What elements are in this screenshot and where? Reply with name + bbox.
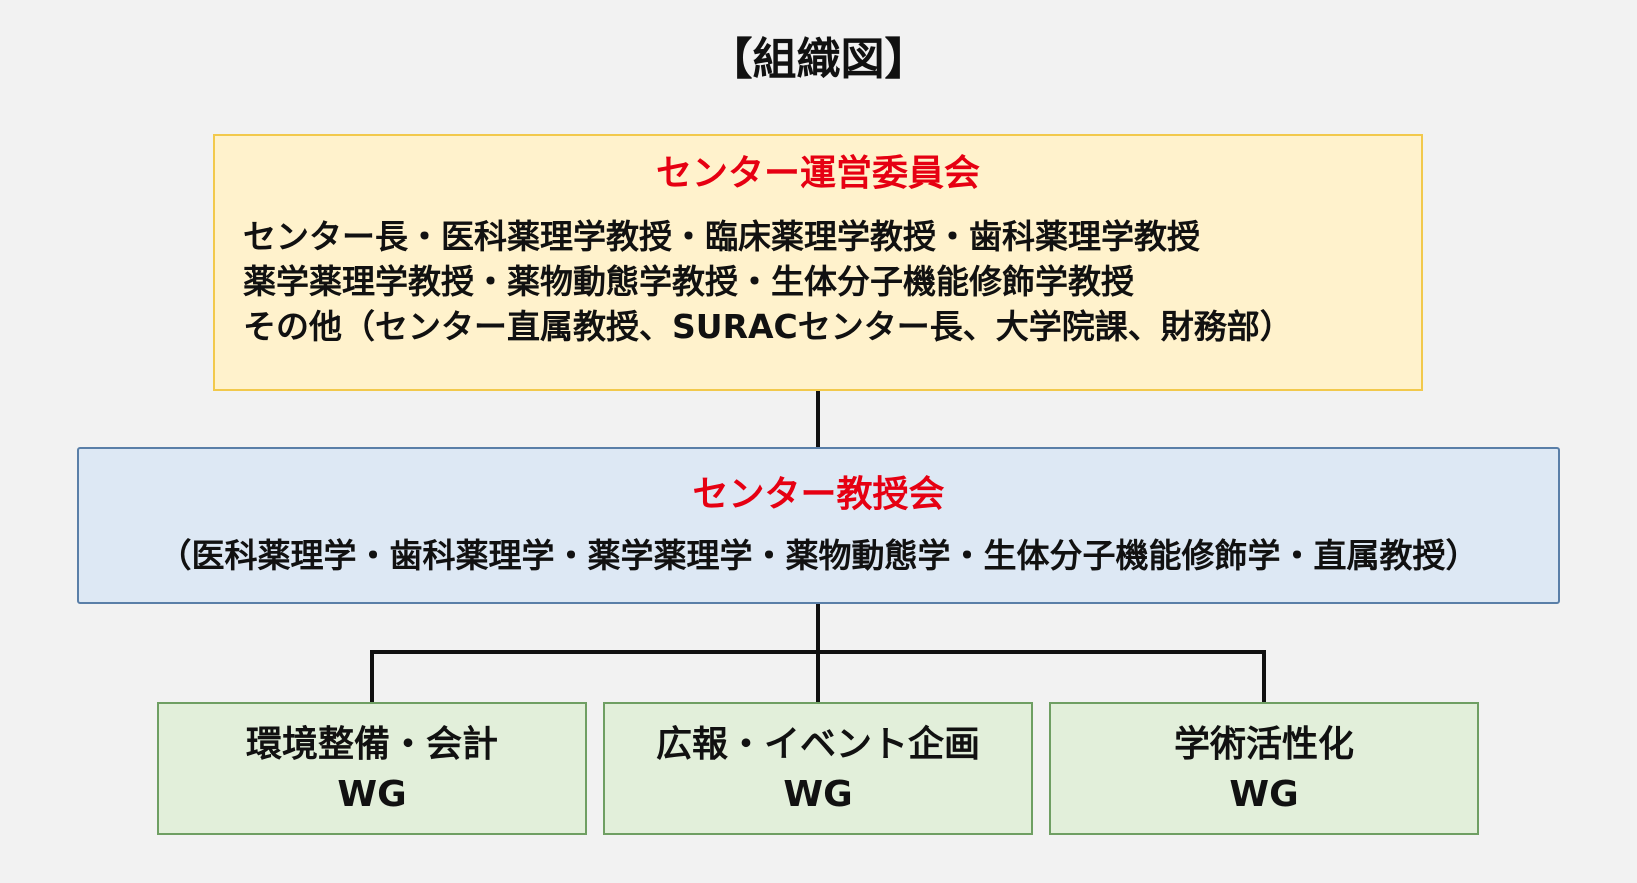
faculty-subtitle: （医科薬理学・歯科薬理学・薬学薬理学・薬物動態学・生体分子機能修飾学・直属教授） bbox=[158, 536, 1479, 575]
committee-members: センター長・医科薬理学教授・臨床薬理学教授・歯科薬理学教授 薬学薬理学教授・薬物… bbox=[243, 214, 1293, 349]
wg-box-environment-accounting: 環境整備・会計 WG bbox=[157, 702, 587, 835]
page-title: 【組織図】 bbox=[708, 34, 929, 85]
committee-box: センター運営委員会 センター長・医科薬理学教授・臨床薬理学教授・歯科薬理学教授 … bbox=[213, 134, 1423, 391]
wg-box-pr-events: 広報・イベント企画 WG bbox=[603, 702, 1033, 835]
wg-suffix: WG bbox=[1229, 774, 1299, 815]
wg-name: 環境整備・会計 bbox=[245, 724, 498, 765]
wg-suffix: WG bbox=[783, 774, 853, 815]
faculty-title: センター教授会 bbox=[692, 474, 945, 515]
wg-name: 広報・イベント企画 bbox=[655, 724, 980, 765]
committee-member-line: センター長・医科薬理学教授・臨床薬理学教授・歯科薬理学教授 bbox=[243, 217, 1200, 256]
wg-name: 学術活性化 bbox=[1173, 724, 1354, 765]
faculty-box: センター教授会 （医科薬理学・歯科薬理学・薬学薬理学・薬物動態学・生体分子機能修… bbox=[77, 447, 1560, 604]
committee-member-line: その他（センター直属教授、SURACセンター長、大学院課、財務部） bbox=[243, 307, 1293, 346]
committee-title: センター運営委員会 bbox=[655, 153, 980, 194]
committee-member-line: 薬学薬理学教授・薬物動態学教授・生体分子機能修飾学教授 bbox=[243, 262, 1134, 301]
wg-box-academic: 学術活性化 WG bbox=[1049, 702, 1479, 835]
wg-suffix: WG bbox=[337, 774, 407, 815]
